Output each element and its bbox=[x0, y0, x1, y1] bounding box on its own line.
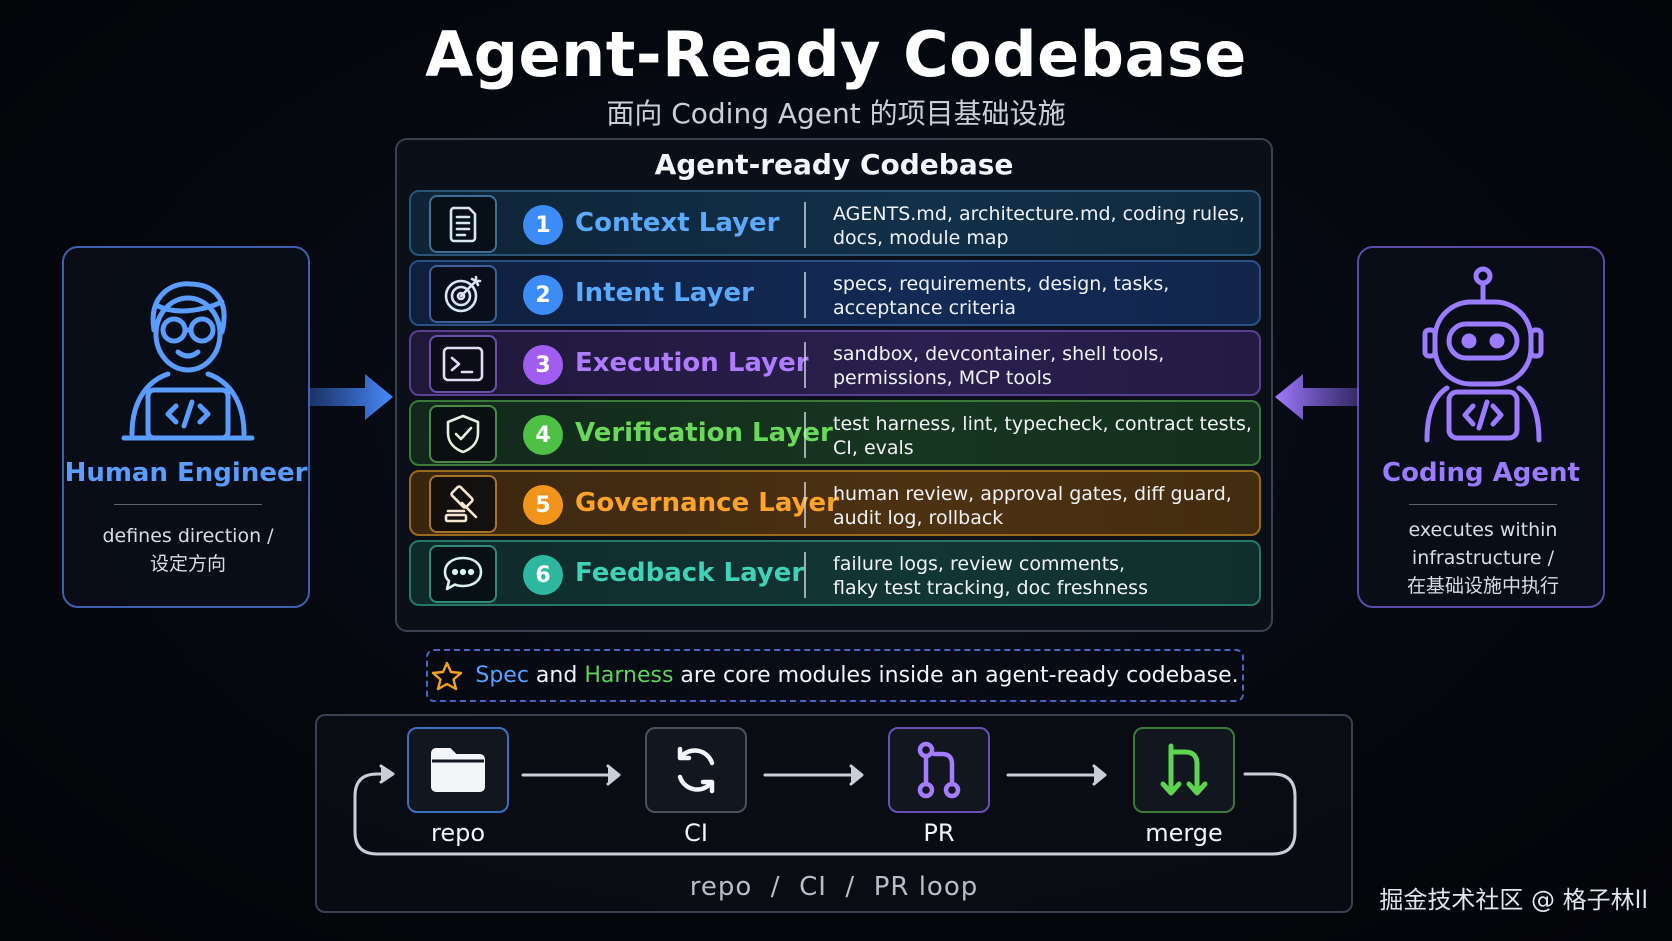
watermark: 掘金技术社区 @ 格子林ll bbox=[1379, 886, 1648, 914]
arrow-right-icon bbox=[309, 372, 395, 422]
agent-desc-line-1: executes within bbox=[1408, 519, 1558, 541]
human-engineer-card: Human Engineer defines direction / 设定方向 bbox=[62, 246, 310, 608]
terminal-icon bbox=[429, 335, 497, 393]
divider bbox=[1409, 504, 1557, 505]
layer-number-badge: 4 bbox=[523, 415, 563, 455]
divider bbox=[114, 504, 262, 505]
layer-description: failure logs, review comments, flaky tes… bbox=[833, 552, 1253, 600]
context-layer: 1 Context Layer AGENTS.md, architecture.… bbox=[409, 190, 1261, 256]
page-title: Agent-Ready Codebase bbox=[425, 18, 1247, 91]
layer-number-badge: 1 bbox=[523, 205, 563, 245]
merge-label: merge bbox=[1145, 819, 1223, 847]
harness-highlight: Harness bbox=[584, 663, 674, 688]
layer-name: Execution Layer bbox=[575, 348, 809, 378]
human-desc-line-1: defines direction / bbox=[102, 525, 274, 547]
pr-node bbox=[888, 727, 990, 813]
ci-label: CI bbox=[684, 819, 708, 847]
layer-desc-line-2: permissions, MCP tools bbox=[833, 367, 1052, 389]
repo-ci-pr-loop: repo CI PR merge repo / CI / PR loop bbox=[315, 714, 1353, 913]
gavel-icon bbox=[429, 475, 497, 533]
coding-agent-card: Coding Agent executes within infrastruct… bbox=[1357, 246, 1605, 608]
coding-agent-description: executes within infrastructure / 在基础设施中执… bbox=[1369, 516, 1597, 600]
intent-layer: 2 Intent Layer specs, requirements, desi… bbox=[409, 260, 1261, 326]
merge-node bbox=[1133, 727, 1235, 813]
human-engineer-description: defines direction / 设定方向 bbox=[74, 522, 302, 578]
layer-desc-line-1: specs, requirements, design, tasks, bbox=[833, 273, 1170, 295]
divider bbox=[804, 202, 806, 248]
ci-node bbox=[645, 727, 747, 813]
layer-description: AGENTS.md, architecture.md, coding rules… bbox=[833, 202, 1253, 250]
loop-connectors bbox=[353, 764, 1297, 856]
refresh-icon bbox=[677, 746, 715, 794]
layer-desc-line-2: flaky test tracking, doc freshness bbox=[833, 577, 1148, 599]
layer-desc-line-1: failure logs, review comments, bbox=[833, 553, 1126, 575]
divider bbox=[804, 552, 806, 598]
layer-name: Context Layer bbox=[575, 208, 780, 238]
note-text: are core modules inside an agent-ready c… bbox=[673, 663, 1239, 688]
layer-description: test harness, lint, typecheck, contract … bbox=[833, 412, 1253, 460]
engineer-icon bbox=[114, 272, 262, 442]
layer-description: human review, approval gates, diff guard… bbox=[833, 482, 1253, 530]
layer-name: Feedback Layer bbox=[575, 558, 805, 588]
layer-desc-line-1: sandbox, devcontainer, shell tools, bbox=[833, 343, 1165, 365]
panel-title: Agent-ready Codebase bbox=[654, 148, 1014, 181]
layer-desc-line-2: docs, module map bbox=[833, 227, 1009, 249]
document-icon bbox=[429, 195, 497, 253]
layer-description: sandbox, devcontainer, shell tools, perm… bbox=[833, 342, 1253, 390]
agent-desc-line-2: infrastructure / bbox=[1411, 547, 1555, 569]
layer-description: specs, requirements, design, tasks, acce… bbox=[833, 272, 1253, 320]
divider bbox=[804, 342, 806, 388]
folder-icon bbox=[431, 748, 485, 792]
repo-label: repo bbox=[430, 819, 486, 847]
divider bbox=[804, 272, 806, 318]
arrow-left-icon bbox=[1273, 372, 1359, 422]
layer-number-badge: 2 bbox=[523, 275, 563, 315]
coding-agent-label: Coding Agent bbox=[1382, 458, 1580, 488]
human-desc-line-2: 设定方向 bbox=[149, 553, 226, 575]
human-engineer-label: Human Engineer bbox=[64, 458, 308, 488]
layer-desc-line-1: human review, approval gates, diff guard… bbox=[833, 483, 1232, 505]
governance-layer: 5 Governance Layer human review, approva… bbox=[409, 470, 1261, 536]
target-icon bbox=[429, 265, 497, 323]
layer-desc-line-2: acceptance criteria bbox=[833, 297, 1017, 319]
layer-desc-line-2: CI, evals bbox=[833, 437, 914, 459]
divider bbox=[804, 482, 806, 528]
feedback-layer: 6 Feedback Layer failure logs, review co… bbox=[409, 540, 1261, 606]
layer-number-badge: 5 bbox=[523, 485, 563, 525]
robot-icon bbox=[1413, 264, 1553, 444]
codebase-panel: Agent-ready Codebase 1 Context Layer AGE… bbox=[395, 138, 1273, 632]
loop-caption: repo / CI / PR loop bbox=[689, 872, 979, 902]
shield-check-icon bbox=[429, 405, 497, 463]
layer-name: Governance Layer bbox=[575, 488, 839, 518]
pr-label: PR bbox=[923, 819, 955, 847]
merge-icon bbox=[1160, 743, 1208, 796]
page-subtitle: 面向 Coding Agent 的项目基础设施 bbox=[606, 97, 1066, 130]
verification-layer: 4 Verification Layer test harness, lint,… bbox=[409, 400, 1261, 466]
layer-desc-line-1: AGENTS.md, architecture.md, coding rules… bbox=[833, 203, 1245, 225]
layer-number-badge: 6 bbox=[523, 555, 563, 595]
layer-desc-line-2: audit log, rollback bbox=[833, 507, 1004, 529]
star-icon bbox=[431, 661, 463, 691]
layer-name: Verification Layer bbox=[575, 418, 833, 448]
spec-highlight: Spec bbox=[475, 663, 529, 688]
core-modules-note: Spec and Harness are core modules inside… bbox=[426, 649, 1244, 702]
note-text: and bbox=[528, 663, 585, 688]
execution-layer: 3 Execution Layer sandbox, devcontainer,… bbox=[409, 330, 1261, 396]
layer-number-badge: 3 bbox=[523, 345, 563, 385]
pull-request-icon bbox=[917, 741, 961, 799]
agent-desc-line-3: 在基础设施中执行 bbox=[1406, 575, 1559, 597]
layer-desc-line-1: test harness, lint, typecheck, contract … bbox=[833, 413, 1252, 435]
layer-name: Intent Layer bbox=[575, 278, 754, 308]
repo-node bbox=[407, 727, 509, 813]
divider bbox=[804, 412, 806, 458]
chat-bubble-icon bbox=[429, 545, 497, 603]
